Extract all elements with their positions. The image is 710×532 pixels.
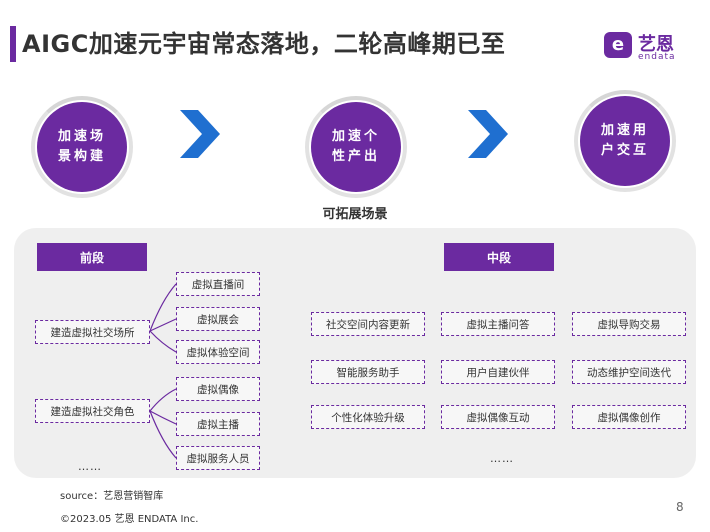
middle-item: 个性化体验升级 <box>311 405 425 429</box>
circle-ring <box>31 96 133 198</box>
middle-item: 虚拟导购交易 <box>572 312 686 336</box>
chevron-right-icon <box>468 110 508 158</box>
front-header: 前段 <box>37 243 147 271</box>
circle-fill: 加速场景构建 <box>37 102 127 192</box>
page-number: 8 <box>676 500 684 514</box>
front-group-venue: 建造虚拟社交场所 <box>35 320 150 344</box>
middle-ellipsis: …… <box>490 452 514 465</box>
page-title: AIGC加速元宇宙常态落地，二轮高峰期已至 <box>22 30 506 58</box>
circle-fill: 加速用户交互 <box>580 96 670 186</box>
circle-scene-building: 加速场景构建 <box>31 96 133 198</box>
front-item: 虚拟偶像 <box>176 377 260 401</box>
circle-user-interaction: 加速用户交互 <box>574 90 676 192</box>
circle-personalized-output: 加速个性产出 <box>305 96 407 198</box>
chevron-right-icon <box>180 110 220 158</box>
front-group-character: 建造虚拟社交角色 <box>35 399 150 423</box>
logo-subtext: endata <box>638 52 676 62</box>
circle-ring <box>305 96 407 198</box>
front-item: 虚拟展会 <box>176 307 260 331</box>
middle-item: 虚拟主播问答 <box>441 312 555 336</box>
circle-fill: 加速个性产出 <box>311 102 401 192</box>
middle-item: 智能服务助手 <box>311 360 425 384</box>
front-item: 虚拟体验空间 <box>176 340 260 364</box>
brand-logo: e 艺恩 endata <box>604 30 696 66</box>
circle-ring <box>574 90 676 192</box>
middle-item: 虚拟偶像互动 <box>441 405 555 429</box>
source-note: source：艺恩营销智库 <box>60 491 164 502</box>
circle-label: 加速用户交互 <box>600 123 649 158</box>
front-item: 虚拟服务人员 <box>176 446 260 470</box>
middle-item: 动态维护空间迭代 <box>572 360 686 384</box>
front-item: 虚拟主播 <box>176 412 260 436</box>
section-title: 可拓展场景 <box>322 207 388 222</box>
circle-label: 加速个性产出 <box>331 129 380 164</box>
front-item: 虚拟直播间 <box>176 272 260 296</box>
front-ellipsis: …… <box>78 460 102 473</box>
middle-item: 社交空间内容更新 <box>311 312 425 336</box>
middle-item: 虚拟偶像创作 <box>572 405 686 429</box>
copyright: ©2023.05 艺恩 ENDATA Inc. <box>60 514 199 525</box>
circle-label: 加速场景构建 <box>57 129 106 164</box>
logo-icon: e <box>604 32 632 58</box>
logo-name: 艺恩 <box>638 34 674 55</box>
title-accent-bar <box>10 26 16 62</box>
middle-item: 用户自建伙伴 <box>441 360 555 384</box>
middle-header: 中段 <box>444 243 554 271</box>
